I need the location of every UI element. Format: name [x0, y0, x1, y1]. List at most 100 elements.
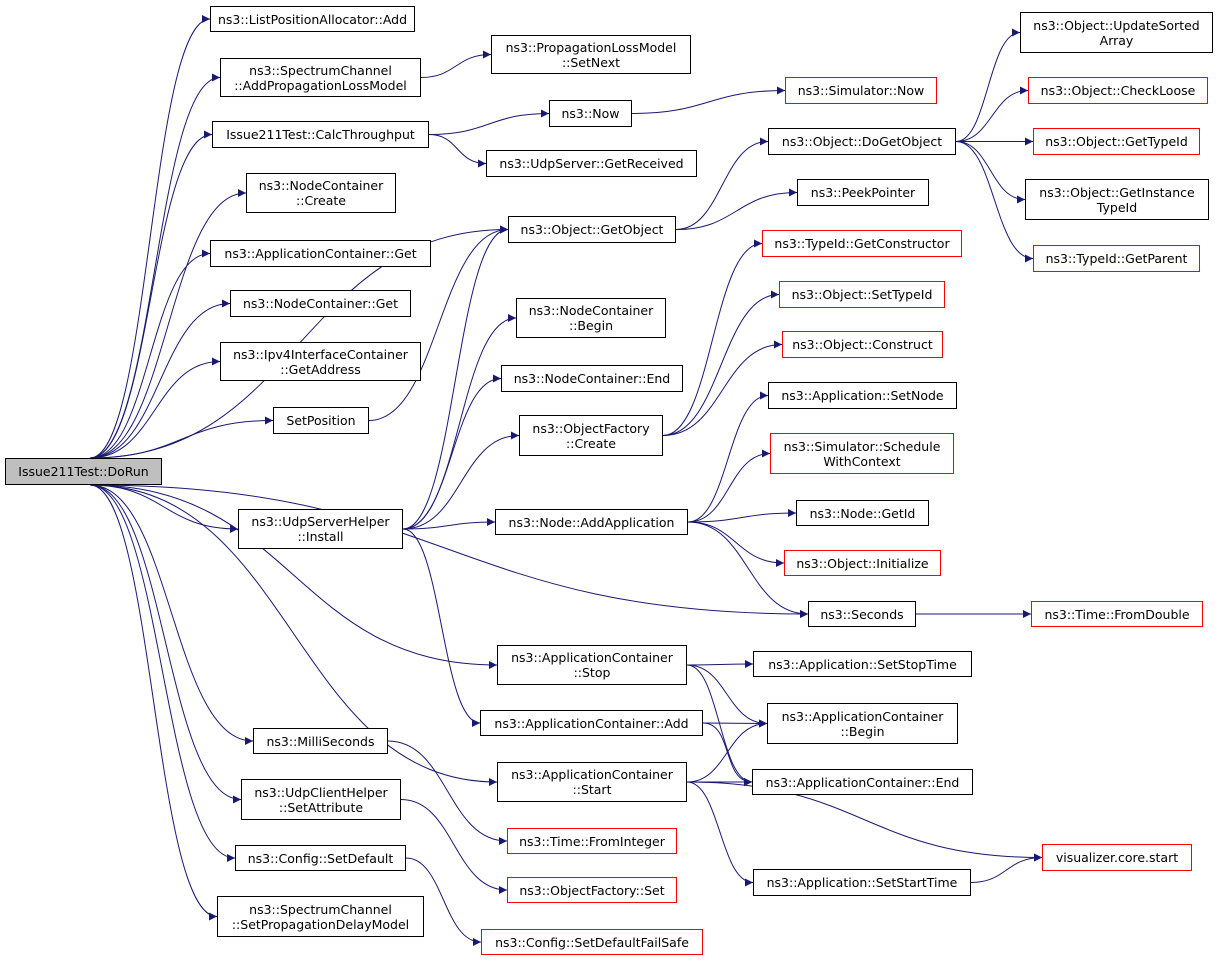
- edge-obj_dogetobj-to-obj_updsorted: [955, 28, 1021, 142]
- node-uch-setattr[interactable]: ns3::UdpClientHelper ::SetAttribute: [241, 779, 401, 820]
- node-obj-gettypeid[interactable]: ns3::Object::GetTypeId: [1033, 128, 1200, 155]
- edge-ac_add-to-ac_begin: [702, 719, 768, 728]
- node-cfg-setdefaultfs[interactable]: ns3::Config::SetDefaultFailSafe: [481, 929, 703, 955]
- edge-ush_install-to-ac_add: [402, 528, 481, 727]
- node-app-setstop[interactable]: ns3::Application::SetStopTime: [753, 651, 972, 677]
- node-ac-begin[interactable]: ns3::ApplicationContainer ::Begin: [767, 703, 958, 744]
- edge-node_addapp-to-seconds: [687, 521, 809, 618]
- node-setpos[interactable]: SetPosition: [273, 407, 369, 434]
- edge-node_addapp-to-node_getid: [687, 509, 797, 523]
- node-tid-getparent[interactable]: ns3::TypeId::GetParent: [1033, 245, 1200, 272]
- node-root[interactable]: Issue211Test::DoRun: [5, 458, 162, 485]
- node-obj-init[interactable]: ns3::Object::Initialize: [784, 550, 941, 576]
- node-seconds[interactable]: ns3::Seconds: [808, 601, 916, 627]
- node-cfg-setdefault[interactable]: ns3::Config::SetDefault: [235, 845, 406, 871]
- edge-calc-to-now: [428, 109, 550, 135]
- node-millis[interactable]: ns3::MilliSeconds: [253, 728, 388, 754]
- edge-ac_start-to-viz_start: [686, 781, 1043, 862]
- node-obj-dogetobj[interactable]: ns3::Object::DoGetObject: [768, 128, 956, 155]
- edge-node_addapp-to-app_setnode: [687, 391, 769, 523]
- edge-root-to-ipv4_getaddr: [89, 357, 221, 459]
- edge-root-to-seconds: [89, 484, 809, 618]
- edge-ush_install-to-obj_getobj: [402, 225, 509, 530]
- node-sc-addprop[interactable]: ns3::SpectrumChannel ::AddPropagationLos…: [220, 58, 421, 97]
- edge-root-to-ac_get: [89, 249, 211, 459]
- node-of-set[interactable]: ns3::ObjectFactory::Set: [507, 877, 677, 903]
- node-viz-start[interactable]: visualizer.core.start: [1042, 844, 1192, 871]
- edge-ac_start-to-ac_begin: [686, 719, 768, 783]
- edge-root-to-uch_setattr: [89, 484, 242, 804]
- node-sim-schedctx[interactable]: ns3::Simulator::Schedule WithContext: [770, 433, 954, 474]
- edge-root-to-nc_get: [89, 299, 231, 459]
- edge-root-to-ac_stop: [89, 484, 498, 669]
- edge-root-to-millis: [89, 484, 254, 745]
- node-ipv4-getaddr[interactable]: ns3::Ipv4InterfaceContainer ::GetAddress: [220, 342, 421, 381]
- edge-root-to-sc_addprop: [89, 73, 221, 459]
- node-peek[interactable]: ns3::PeekPointer: [797, 179, 929, 206]
- edge-sc_addprop-to-plm_setnext: [420, 50, 492, 78]
- node-ush-install[interactable]: ns3::UdpServerHelper ::Install: [238, 509, 403, 549]
- node-node-getid[interactable]: ns3::Node::GetId: [796, 500, 929, 526]
- edge-ush_install-to-nc_end: [402, 374, 502, 530]
- node-sim-now[interactable]: ns3::Simulator::Now: [785, 77, 937, 104]
- edge-node_addapp-to-sim_schedctx: [687, 449, 771, 523]
- edge-root-to-setpos: [89, 416, 274, 459]
- edge-obj_dogetobj-to-tid_getparent: [955, 141, 1034, 263]
- node-time-fromdouble[interactable]: ns3::Time::FromDouble: [1031, 601, 1203, 627]
- edge-now-to-sim_now: [631, 86, 786, 114]
- node-tid-getctor[interactable]: ns3::TypeId::GetConstructor: [762, 230, 962, 257]
- edge-cfg_setdefault-to-cfg_setdefaultfs: [405, 857, 482, 946]
- node-obj-updsorted[interactable]: ns3::Object::UpdateSorted Array: [1020, 12, 1213, 53]
- edge-uch_setattr-to-of_set: [400, 799, 508, 894]
- edge-obj_getobj-to-peek: [675, 188, 798, 230]
- edge-app_setstart-to-viz_start: [970, 853, 1043, 883]
- node-ac-stop[interactable]: ns3::ApplicationContainer ::Stop: [497, 645, 687, 685]
- node-time-fromint[interactable]: ns3::Time::FromInteger: [507, 828, 677, 854]
- edge-node_addapp-to-obj_init: [687, 521, 785, 567]
- edge-of_create-to-obj_settypeid: [662, 290, 780, 436]
- node-obj-getobj[interactable]: ns3::Object::GetObject: [508, 216, 676, 243]
- node-now[interactable]: ns3::Now: [549, 100, 632, 127]
- node-sc-setdelay[interactable]: ns3::SpectrumChannel ::SetPropagationDel…: [217, 896, 424, 937]
- node-obj-checkloose[interactable]: ns3::Object::CheckLoose: [1028, 77, 1208, 104]
- node-nc-get[interactable]: ns3::NodeContainer::Get: [230, 290, 411, 317]
- edge-root-to-nc_create: [89, 189, 247, 459]
- node-app-setnode[interactable]: ns3::Application::SetNode: [768, 382, 957, 409]
- node-app-setstart[interactable]: ns3::Application::SetStartTime: [753, 869, 971, 896]
- edge-of_create-to-obj_construct: [662, 340, 783, 436]
- node-ac-get[interactable]: ns3::ApplicationContainer::Get: [210, 240, 431, 267]
- node-obj-construct[interactable]: ns3::Object::Construct: [782, 331, 943, 358]
- edge-ac_start-to-app_setstart: [686, 781, 754, 887]
- node-ac-end[interactable]: ns3::ApplicationContainer::End: [752, 769, 973, 795]
- node-ac-start[interactable]: ns3::ApplicationContainer ::Start: [497, 762, 687, 802]
- node-nc-create[interactable]: ns3::NodeContainer ::Create: [246, 173, 396, 213]
- edge-root-to-calc: [89, 130, 213, 459]
- node-of-create[interactable]: ns3::ObjectFactory ::Create: [519, 415, 663, 456]
- edge-root-to-cfg_setdefault: [89, 484, 236, 862]
- edge-obj_dogetobj-to-obj_checkloose: [955, 86, 1029, 142]
- edge-of_create-to-tid_getctor: [662, 239, 763, 436]
- edge-calc-to-udp_getrec: [428, 134, 487, 168]
- edge-root-to-lpa_add: [89, 15, 211, 459]
- node-nc-end[interactable]: ns3::NodeContainer::End: [501, 365, 683, 392]
- node-calc[interactable]: Issue211Test::CalcThroughput: [212, 121, 429, 148]
- edge-ac_stop-to-ac_begin: [686, 664, 768, 728]
- edge-obj_getobj-to-obj_dogetobj: [675, 137, 769, 230]
- edge-setpos-to-obj_getobj: [368, 225, 509, 421]
- edge-root-to-ac_start: [89, 484, 498, 786]
- edge-ush_install-to-node_addapp: [402, 518, 496, 530]
- node-nc-begin[interactable]: ns3::NodeContainer ::Begin: [516, 298, 666, 338]
- node-node-addapp[interactable]: ns3::Node::AddApplication: [495, 509, 688, 535]
- edge-obj_dogetobj-to-obj_getinst: [955, 141, 1026, 204]
- edge-ush_install-to-of_create: [402, 431, 520, 530]
- edge-ac_stop-to-app_setstop: [686, 660, 754, 669]
- node-plm-setnext[interactable]: ns3::PropagationLossModel ::SetNext: [491, 35, 691, 74]
- node-udp-getrec[interactable]: ns3::UdpServer::GetReceived: [486, 150, 697, 177]
- node-lpa-add[interactable]: ns3::ListPositionAllocator::Add: [210, 6, 415, 32]
- edge-millis-to-time_fromint: [387, 740, 508, 845]
- node-ac-add[interactable]: ns3::ApplicationContainer::Add: [480, 710, 703, 736]
- node-obj-settypeid[interactable]: ns3::Object::SetTypeId: [779, 281, 945, 308]
- edge-root-to-sc_setdelay: [89, 484, 218, 921]
- node-obj-getinst[interactable]: ns3::Object::GetInstance TypeId: [1025, 179, 1209, 220]
